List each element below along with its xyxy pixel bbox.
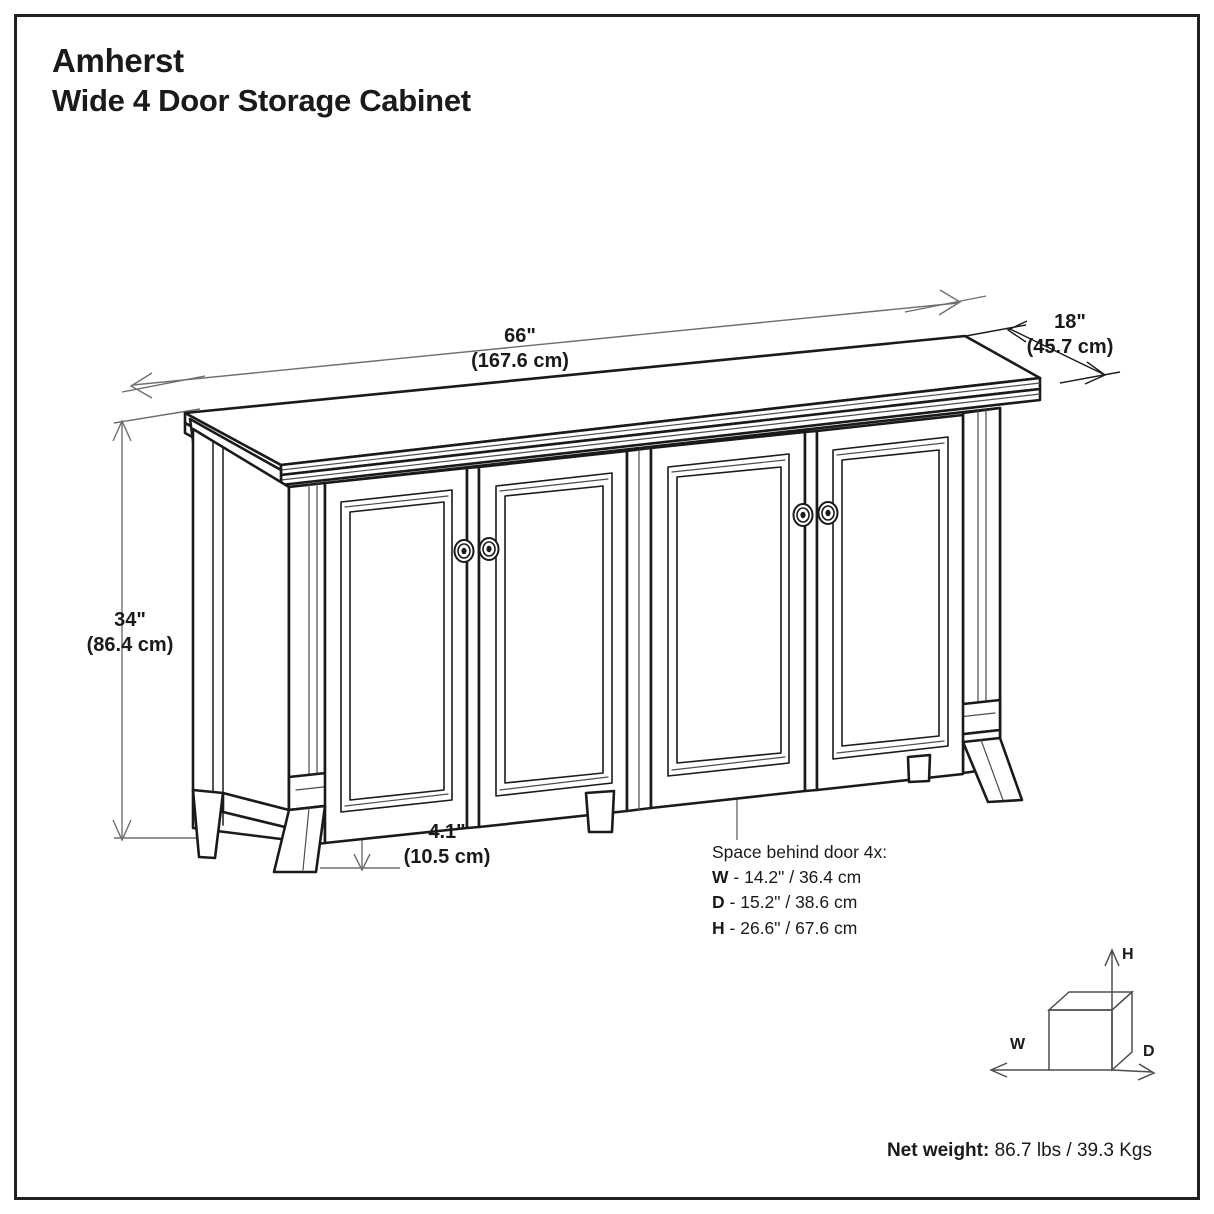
- width-dimension-line: [121, 289, 987, 399]
- net-weight-label: Net weight:: [886, 1140, 990, 1161]
- height-dimension-metric: (86.4 cm): [86, 634, 174, 656]
- depth-dimension-metric: (45.7 cm): [1026, 336, 1114, 358]
- cabinet-body: [183, 334, 1042, 874]
- leg-clearance-dimension-label: 4.1" (10.5 cm): [372, 820, 522, 870]
- width-dimension-label: 66" (167.6 cm): [430, 324, 610, 374]
- net-weight: Net weight: 86.7 lbs / 39.3 Kgs: [887, 1140, 1152, 1162]
- door-knob-pair-right: [792, 501, 839, 527]
- height-dimension-imperial: 34": [114, 609, 146, 631]
- net-weight-value: 86.7 lbs / 39.3 Kgs: [994, 1140, 1152, 1161]
- callout-value-w: - 14.2" / 36.4 cm: [733, 867, 862, 888]
- callout-row-height: H - 26.6" / 67.6 cm: [712, 916, 887, 941]
- height-dimension-label: 34" (86.4 cm): [60, 608, 200, 658]
- width-dimension-metric: (167.6 cm): [471, 350, 569, 372]
- callout-key-w: W: [712, 867, 729, 888]
- callout-heading: Space behind door 4x:: [712, 842, 888, 862]
- depth-dimension-label: 18" (45.7 cm): [1000, 310, 1140, 360]
- leg-clearance-imperial: 4.1": [428, 821, 466, 843]
- callout-value-h: - 26.6" / 67.6 cm: [729, 917, 858, 938]
- product-name: Amherst: [52, 42, 184, 79]
- depth-dimension-imperial: 18": [1054, 311, 1086, 333]
- page-title: Amherst Wide 4 Door Storage Cabinet: [52, 42, 471, 119]
- cube-width-axis-label: W: [1010, 1036, 1026, 1053]
- cube-height-axis-label: H: [1122, 946, 1134, 963]
- callout-row-depth: D - 15.2" / 38.6 cm: [712, 890, 887, 915]
- height-dimension-line: [112, 408, 215, 842]
- width-dimension-imperial: 66": [504, 325, 536, 347]
- product-subtitle: Wide 4 Door Storage Cabinet: [52, 83, 471, 119]
- cube-depth-axis-label: D: [1143, 1043, 1155, 1060]
- space-behind-door-callout: Space behind door 4x: W - 14.2" / 36.4 c…: [712, 840, 887, 941]
- callout-row-width: W - 14.2" / 36.4 cm: [712, 865, 887, 890]
- door-knob-pair-left: [453, 537, 500, 563]
- callout-key-d: D: [712, 892, 725, 913]
- leg-clearance-metric: (10.5 cm): [403, 846, 491, 868]
- callout-value-d: - 15.2" / 38.6 cm: [729, 892, 858, 913]
- callout-key-h: H: [712, 917, 725, 938]
